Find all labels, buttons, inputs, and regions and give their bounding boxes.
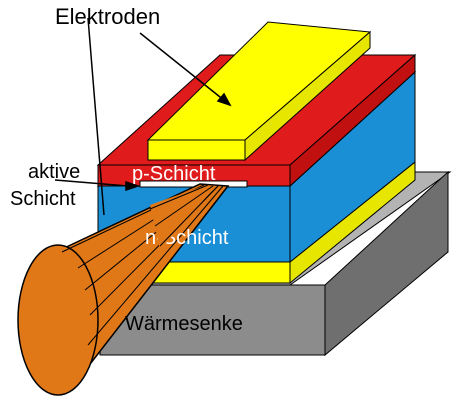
label-electrodes: Elektroden <box>55 4 160 29</box>
top-electrode-front <box>147 139 246 161</box>
label-p-layer: p-Schicht <box>132 163 216 185</box>
label-active-layer-2: Schicht <box>10 188 76 210</box>
electrode-arrowhead <box>216 92 232 107</box>
electrode-pointer-line <box>139 32 231 106</box>
beam-end <box>17 244 99 396</box>
pointer-arrows <box>54 17 232 216</box>
electrode-pointer-line-left <box>87 17 105 216</box>
beam-overlay-lines <box>149 184 219 247</box>
label-heat-sink: Wärmesenke <box>125 313 243 335</box>
active-layer-pointer-line <box>54 179 129 187</box>
active-layer-arrowhead <box>125 180 141 192</box>
top-electrode <box>146 21 372 162</box>
label-active-layer-1: aktive <box>28 161 80 183</box>
beam-overlay <box>150 185 216 250</box>
